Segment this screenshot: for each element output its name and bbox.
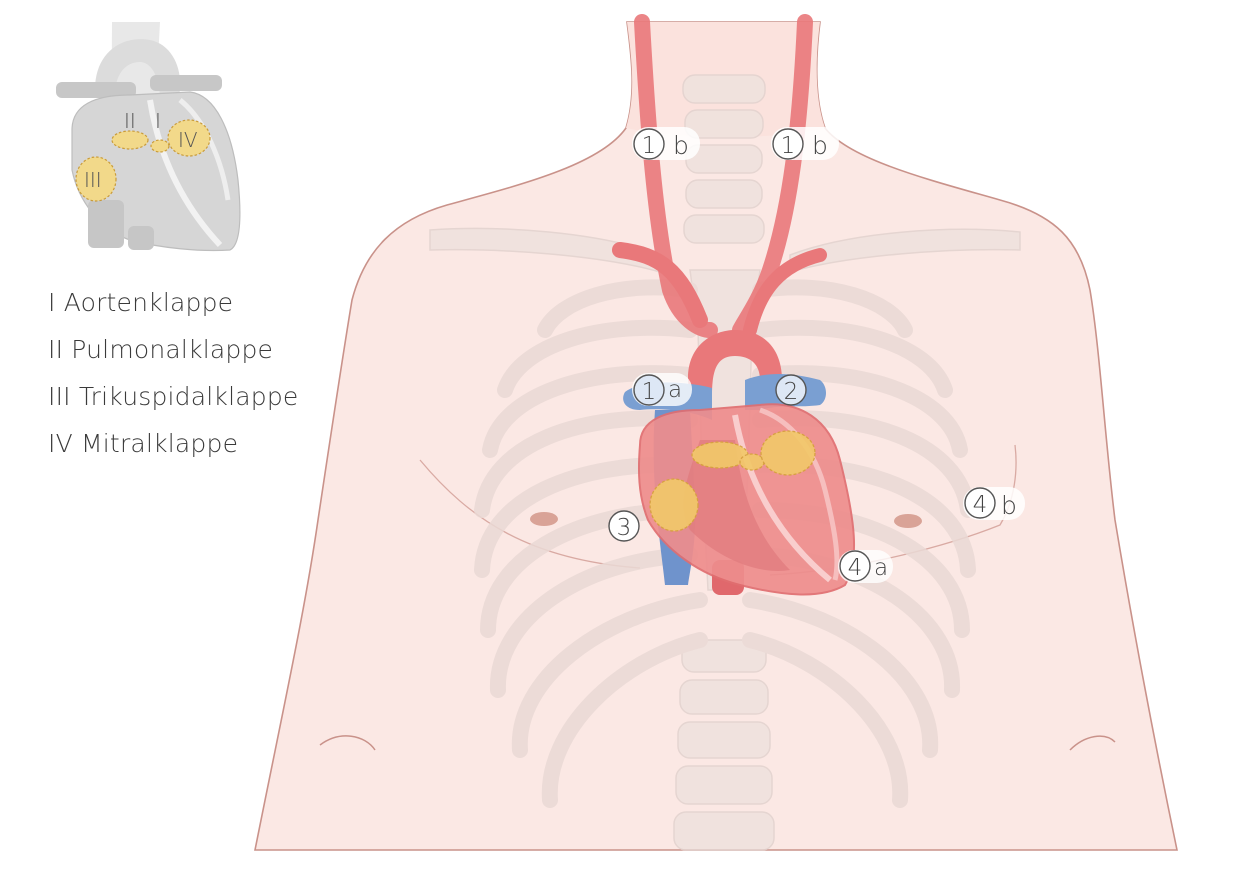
mini-heart-wall <box>178 98 231 201</box>
marker-4a-num: 4 <box>848 555 863 581</box>
left-nipple <box>894 514 922 528</box>
right-ventricle <box>683 440 790 571</box>
mini-heart-valves <box>75 119 211 202</box>
septum <box>732 414 832 583</box>
right-carotid-artery <box>634 14 718 338</box>
mini-valve-II <box>111 130 149 150</box>
left-subclavian-artery <box>743 248 827 337</box>
right-subclavian-artery <box>612 242 708 328</box>
tricuspid-valve <box>649 478 699 532</box>
legend-item-pulmonary: II Pulmonalklappe <box>48 335 274 364</box>
mini-heart-pulmonary-left <box>150 75 222 91</box>
mini-label-II: II <box>124 109 136 133</box>
mini-heart-aorta-bottom <box>128 226 154 250</box>
mini-valve-III <box>75 156 117 202</box>
legend-item-mitral: IV Mitralklappe <box>48 429 239 458</box>
mitral-valve <box>760 430 816 476</box>
marker-1a-suffix: a <box>668 377 682 403</box>
mini-heart-septum <box>147 99 223 248</box>
right-arm-crease <box>1069 735 1116 751</box>
mini-label-I: I <box>155 109 161 133</box>
marker-1a-num: 1 <box>642 379 657 405</box>
mini-label-IV: IV <box>178 128 198 152</box>
mini-heart: II I IV III <box>56 22 241 252</box>
legend-item-tricuspid: III Trikuspidalklappe <box>48 382 299 411</box>
mini-heart-pulmonary <box>56 82 136 98</box>
mini-valve-I <box>150 139 170 153</box>
marker-4a-suffix: a <box>874 555 888 581</box>
valve-legend: I Aortenklappe II Pulmonalklappe III Tri… <box>48 284 298 472</box>
marker-1a: 1 a <box>632 373 692 406</box>
valves <box>649 430 816 532</box>
marker-1b-left-suffix: b <box>812 131 828 160</box>
heart <box>637 403 856 596</box>
marker-2-num: 2 <box>784 379 799 405</box>
aortic-arch <box>688 330 782 400</box>
auscultation-markers: 1 b 1 b 1 a 2 3 4 a <box>608 127 1025 583</box>
left-clavicle <box>789 228 1021 273</box>
mini-label-III: III <box>84 168 102 192</box>
pulmonic-valve <box>691 441 749 469</box>
marker-1b-right: 1 b <box>632 127 700 160</box>
marker-1b-right-suffix: b <box>673 131 689 160</box>
left-arm-crease <box>319 735 376 751</box>
marker-2: 2 <box>775 374 807 406</box>
marker-4b-suffix: b <box>1001 491 1017 520</box>
left-ventricle-wall <box>759 407 840 581</box>
marker-1b-left-num: 1 <box>781 133 796 159</box>
mini-valve-IV <box>167 119 211 157</box>
marker-4b: 4 b <box>963 487 1025 520</box>
marker-4a: 4 a <box>838 550 893 583</box>
mini-heart-vena-cava <box>88 200 124 248</box>
spine <box>673 74 775 851</box>
marker-3: 3 <box>608 510 640 542</box>
marker-3-num: 3 <box>617 515 632 541</box>
marker-1b-left: 1 b <box>771 127 839 160</box>
aortic-valve <box>739 453 765 471</box>
marker-1b-right-num: 1 <box>642 133 657 159</box>
legend-item-aortic: I Aortenklappe <box>48 288 234 317</box>
right-nipple <box>530 512 558 526</box>
marker-4b-num: 4 <box>973 492 988 518</box>
